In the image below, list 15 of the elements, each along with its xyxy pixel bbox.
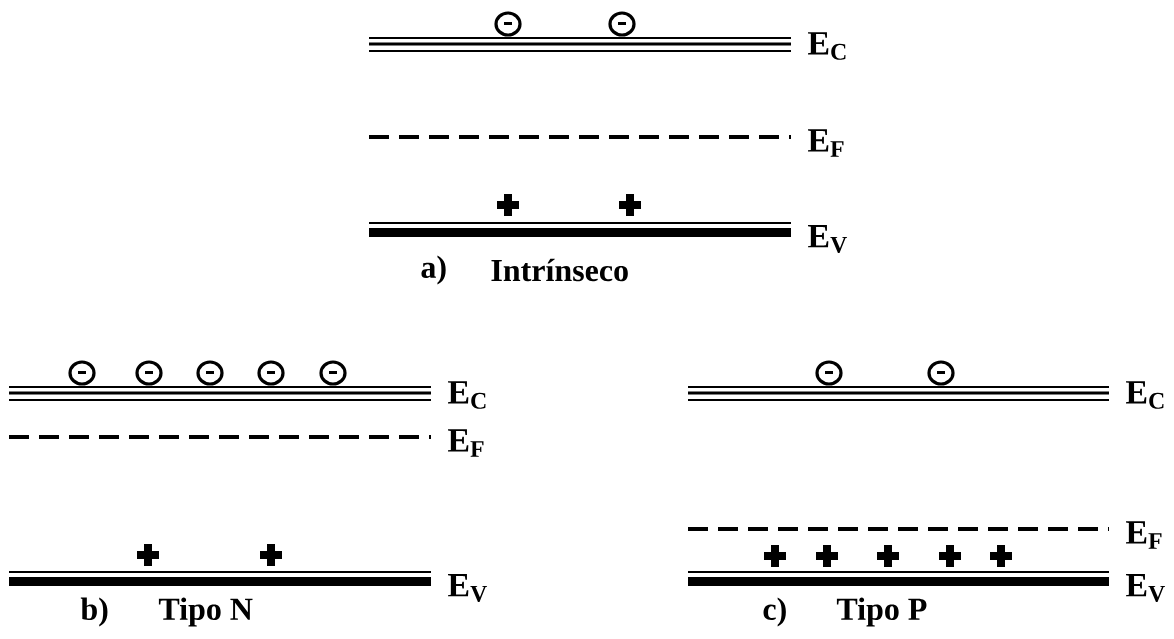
level-label: E$_{C}$ xyxy=(448,381,486,409)
level-label: E$_{F}$ xyxy=(1126,521,1162,549)
level-label: E$_{C}$ xyxy=(808,32,846,60)
level-label: E$_{F}$ xyxy=(448,429,484,457)
panel-caption: Tipo N xyxy=(158,597,253,627)
level-label: E$_{F}$ xyxy=(808,129,844,157)
panel-caption: Intrínseco xyxy=(491,258,628,282)
panel-letter: c) xyxy=(763,597,786,627)
level-label: E$_{V}$ xyxy=(808,225,847,253)
level-label: E$_{C}$ xyxy=(1126,381,1164,409)
panel-letter: b) xyxy=(80,597,108,627)
level-label: E$_{V}$ xyxy=(448,574,487,602)
level-label: E$_{V}$ xyxy=(1126,574,1165,602)
panel-caption: Tipo P xyxy=(836,597,927,627)
panel-letter: a) xyxy=(421,255,446,285)
